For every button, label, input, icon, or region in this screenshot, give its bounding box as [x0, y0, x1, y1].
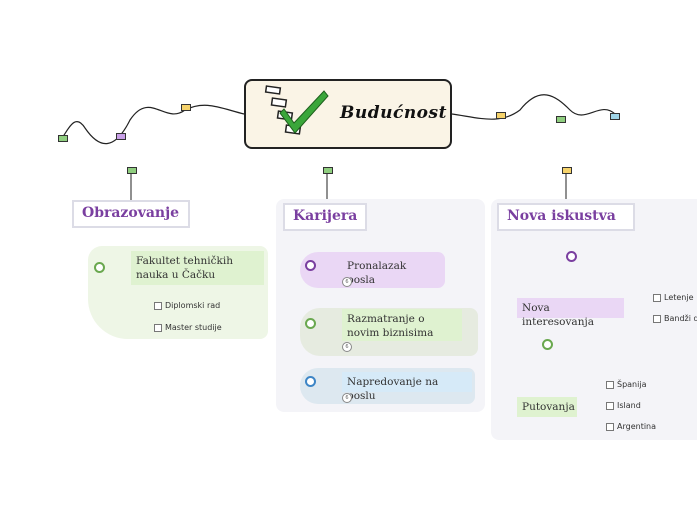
checkbox[interactable]	[606, 422, 614, 431]
checkbox[interactable]	[154, 301, 162, 310]
flag-marker-icon	[127, 167, 137, 174]
topic-dot	[542, 339, 553, 350]
leaf-island[interactable]: Island	[606, 401, 641, 410]
central-title: Budućnost	[340, 103, 447, 123]
count-badge: 6	[342, 342, 352, 352]
topic-napredovanje[interactable]: Napredovanje na poslu	[342, 372, 472, 402]
flag-marker-icon	[181, 104, 191, 111]
topic-dot	[305, 376, 316, 387]
flag-marker-icon	[562, 167, 572, 174]
topic-dot	[305, 260, 316, 271]
topic-nova-interesovanja[interactable]: Nova interesovanja	[517, 298, 624, 328]
topic-dot	[94, 262, 105, 273]
flag-marker-icon	[323, 167, 333, 174]
checkbox[interactable]	[653, 293, 661, 302]
leaf-bandzi[interactable]: Bandži džampin	[653, 314, 697, 323]
topic-dot	[566, 251, 577, 262]
branch-title-obrazovanje[interactable]: Obrazovanje	[72, 200, 190, 228]
leaf-diplomski-rad[interactable]: Diplomski rad	[154, 301, 220, 310]
leaf-label: Master studije	[165, 323, 222, 332]
leaf-label: Island	[617, 401, 641, 410]
flag-marker-icon	[116, 133, 126, 140]
topic-putovanja[interactable]: Putovanja	[517, 397, 577, 417]
count-badge: 6	[342, 393, 352, 403]
flag-marker-icon	[496, 112, 506, 119]
leaf-label: Letenje	[664, 293, 694, 302]
leaf-master-studije[interactable]: Master studije	[154, 323, 222, 332]
checkbox[interactable]	[653, 314, 661, 323]
topic-pronalazak-posla[interactable]: Pronalazak posla	[342, 256, 440, 286]
checkbox[interactable]	[606, 380, 614, 389]
topic-fakultet[interactable]: Fakultet tehničkih nauka u Čačku	[131, 251, 264, 285]
leaf-spanija[interactable]: Španija	[606, 380, 646, 389]
topic-dot	[305, 318, 316, 329]
leaf-label: Španija	[617, 380, 647, 389]
flag-marker-icon	[556, 116, 566, 123]
branch-title-nova-iskustva[interactable]: Nova iskustva	[497, 203, 635, 231]
checkbox[interactable]	[606, 401, 614, 410]
flag-marker-icon	[58, 135, 68, 142]
leaf-label: Diplomski rad	[165, 301, 221, 310]
checklist-icon	[264, 85, 329, 135]
leaf-label: Argentina	[617, 422, 657, 431]
topic-razmatranje[interactable]: Razmatranje o novim biznisima	[342, 309, 462, 341]
branch-title-karijera[interactable]: Karijera	[283, 203, 367, 231]
leaf-label: Bandži džampin	[664, 314, 697, 323]
leaf-letenje[interactable]: Letenje	[653, 293, 694, 302]
flag-marker-icon	[610, 113, 620, 120]
leaf-argentina[interactable]: Argentina	[606, 422, 656, 431]
count-badge: 6	[342, 277, 352, 287]
checkbox[interactable]	[154, 323, 162, 332]
